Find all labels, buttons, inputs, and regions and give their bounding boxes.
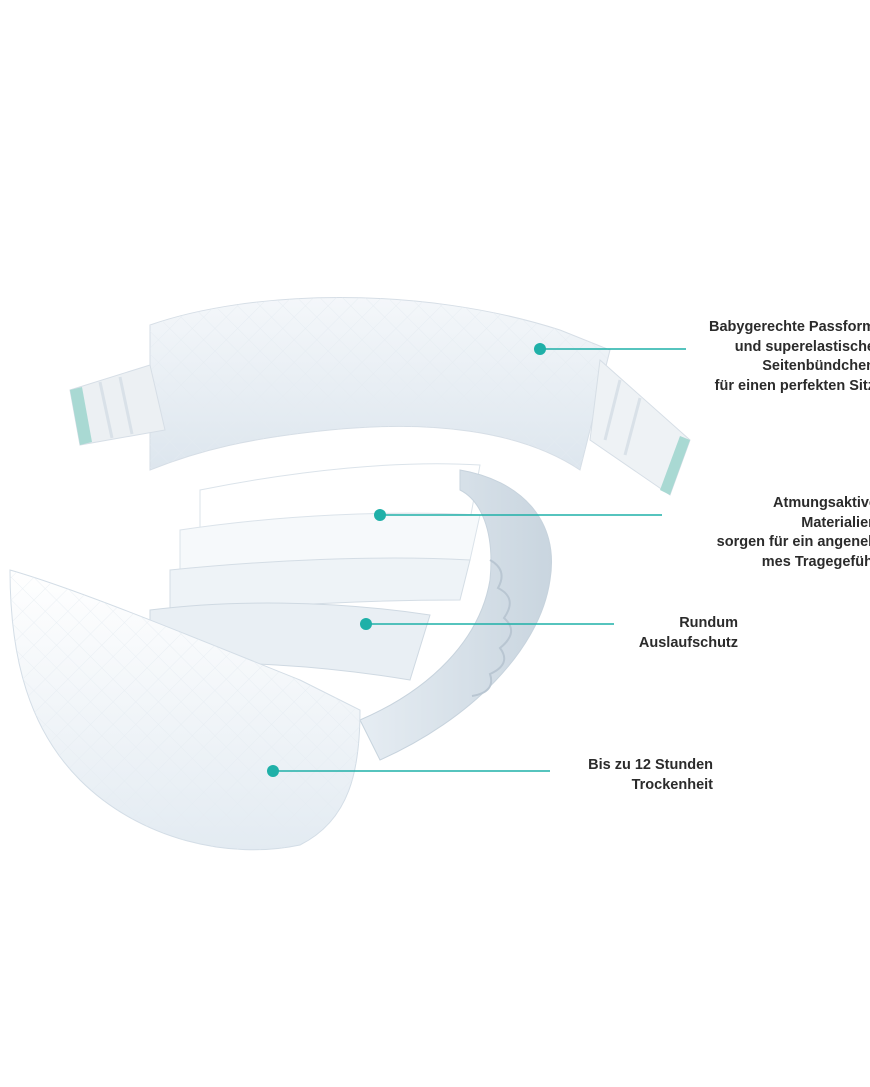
callout-leak: Rundum Auslaufschutz <box>610 614 738 653</box>
callout-dryness: Bis zu 12 Stunden Trockenheit <box>560 756 713 795</box>
callout-breathable-line: mes Tragegefühl <box>761 553 870 570</box>
callout-dryness-line: Bis zu 12 Stunden <box>588 757 713 773</box>
callout-dryness-marker <box>267 765 550 777</box>
right-tab <box>589 358 691 496</box>
callout-breathable: Atmungsaktive Materialien sorgen für ein… <box>655 494 870 572</box>
callout-breathable-line: Materialien <box>801 514 870 531</box>
callout-fit-marker <box>534 343 686 355</box>
callout-breathable-line: sorgen für ein angeneh <box>716 534 870 550</box>
callout-fit-line: für einen perfekten Sitz <box>714 377 870 394</box>
callout-fit-line: Babygerechte Passform <box>708 319 870 335</box>
callout-fit: Babygerechte Passform und superelastisch… <box>685 318 870 396</box>
callout-dryness-line: Trockenheit <box>631 776 713 793</box>
callout-breathable-marker <box>374 509 662 521</box>
left-tab <box>69 364 166 446</box>
callout-breathable-line: Atmungsaktive <box>773 495 870 511</box>
callout-fit-line: und superelastische <box>734 338 870 355</box>
callout-leak-line: Rundum <box>679 615 738 631</box>
callout-leak-line: Auslaufschutz <box>638 634 738 651</box>
callout-leak-marker <box>360 618 614 630</box>
callout-fit-line: Seitenbündchen <box>762 358 870 374</box>
